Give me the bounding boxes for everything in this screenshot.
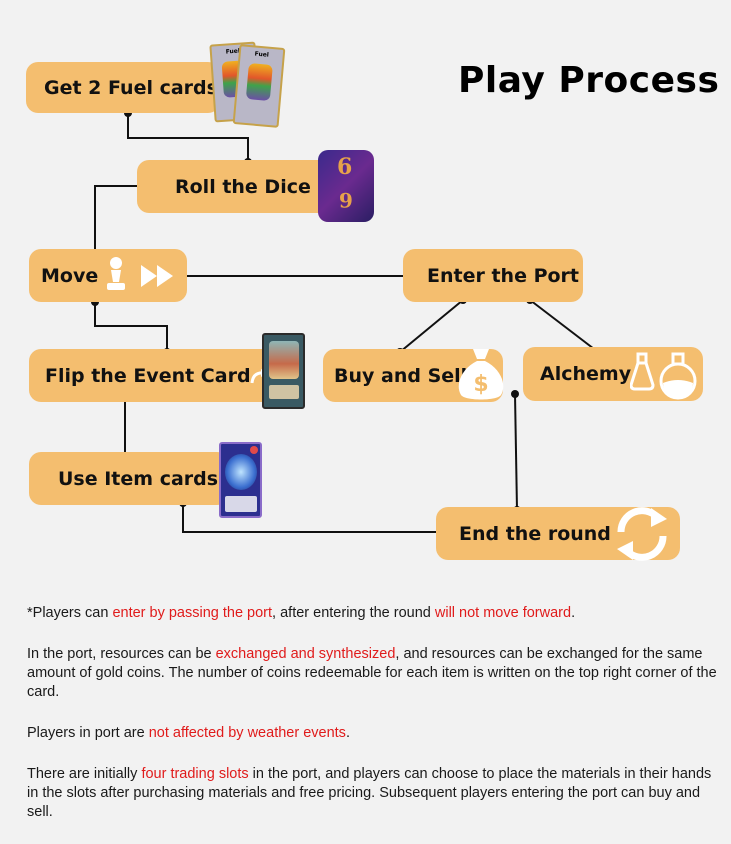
node-get-fuel-cards: Get 2 Fuel cards <box>26 62 220 113</box>
dice-face-top: 6 <box>337 154 353 180</box>
fuel-card-label: Fuel <box>254 50 270 59</box>
rules-notes: *Players can enter by passing the port, … <box>27 604 717 844</box>
item-card-icon <box>219 442 262 518</box>
node-use-item-cards: Use Item cards <box>29 452 229 505</box>
chess-pawn-icon <box>107 257 125 290</box>
node-roll-dice: Roll the Dice <box>137 160 337 213</box>
connector-fuel-to-dice <box>127 113 249 160</box>
node-label: Get 2 Fuel cards <box>44 76 218 99</box>
note-highlight: enter by passing the port <box>112 605 273 621</box>
connector-buy-to-end <box>514 393 518 511</box>
money-bag-icon: $ <box>458 349 504 400</box>
potion-flask-icon <box>630 352 697 400</box>
connector-item-to-end <box>182 503 448 533</box>
note-highlight: exchanged and synthesized <box>215 646 396 662</box>
note-trading-slots: There are initially four trading slots i… <box>27 766 712 820</box>
fast-forward-icon <box>141 265 173 287</box>
note-highlight: not affected by weather events <box>148 725 346 741</box>
note-highlight: four trading slots <box>141 766 249 782</box>
node-flip-event-card: Flip the Event Card <box>29 349 291 402</box>
purple-dice-icon: 6 6 <box>318 150 374 222</box>
node-label: Buy and Sell <box>334 364 468 387</box>
node-end-the-round: End the round <box>436 507 680 560</box>
node-label: Alchemy <box>540 363 632 385</box>
node-label: Flip the Event Card <box>45 364 251 387</box>
note-port-exchange: In the port, resources can be exchanged … <box>27 646 717 700</box>
node-label: Enter the Port <box>427 264 579 287</box>
dice-face-side: 6 <box>339 188 353 212</box>
node-label: End the round <box>459 522 611 545</box>
connector-port-to-alchemy <box>529 299 599 353</box>
connector-move-to-event <box>94 302 168 352</box>
node-label: Move <box>41 264 99 287</box>
note-weather: Players in port are not affected by weat… <box>27 725 350 741</box>
page-title: Play Process <box>458 60 720 101</box>
node-label: Use Item cards <box>58 467 219 490</box>
note-port-entry: *Players can enter by passing the port, … <box>27 605 576 621</box>
svg-text:$: $ <box>473 372 488 397</box>
connector-port-to-buy <box>399 299 464 353</box>
event-card-icon <box>262 333 305 409</box>
refresh-cycle-icon <box>617 507 667 561</box>
connector-dice-to-move <box>94 185 148 252</box>
note-highlight: will not move forward <box>434 605 572 621</box>
node-enter-port: Enter the Port <box>403 249 583 302</box>
node-label: Roll the Dice <box>175 175 311 198</box>
